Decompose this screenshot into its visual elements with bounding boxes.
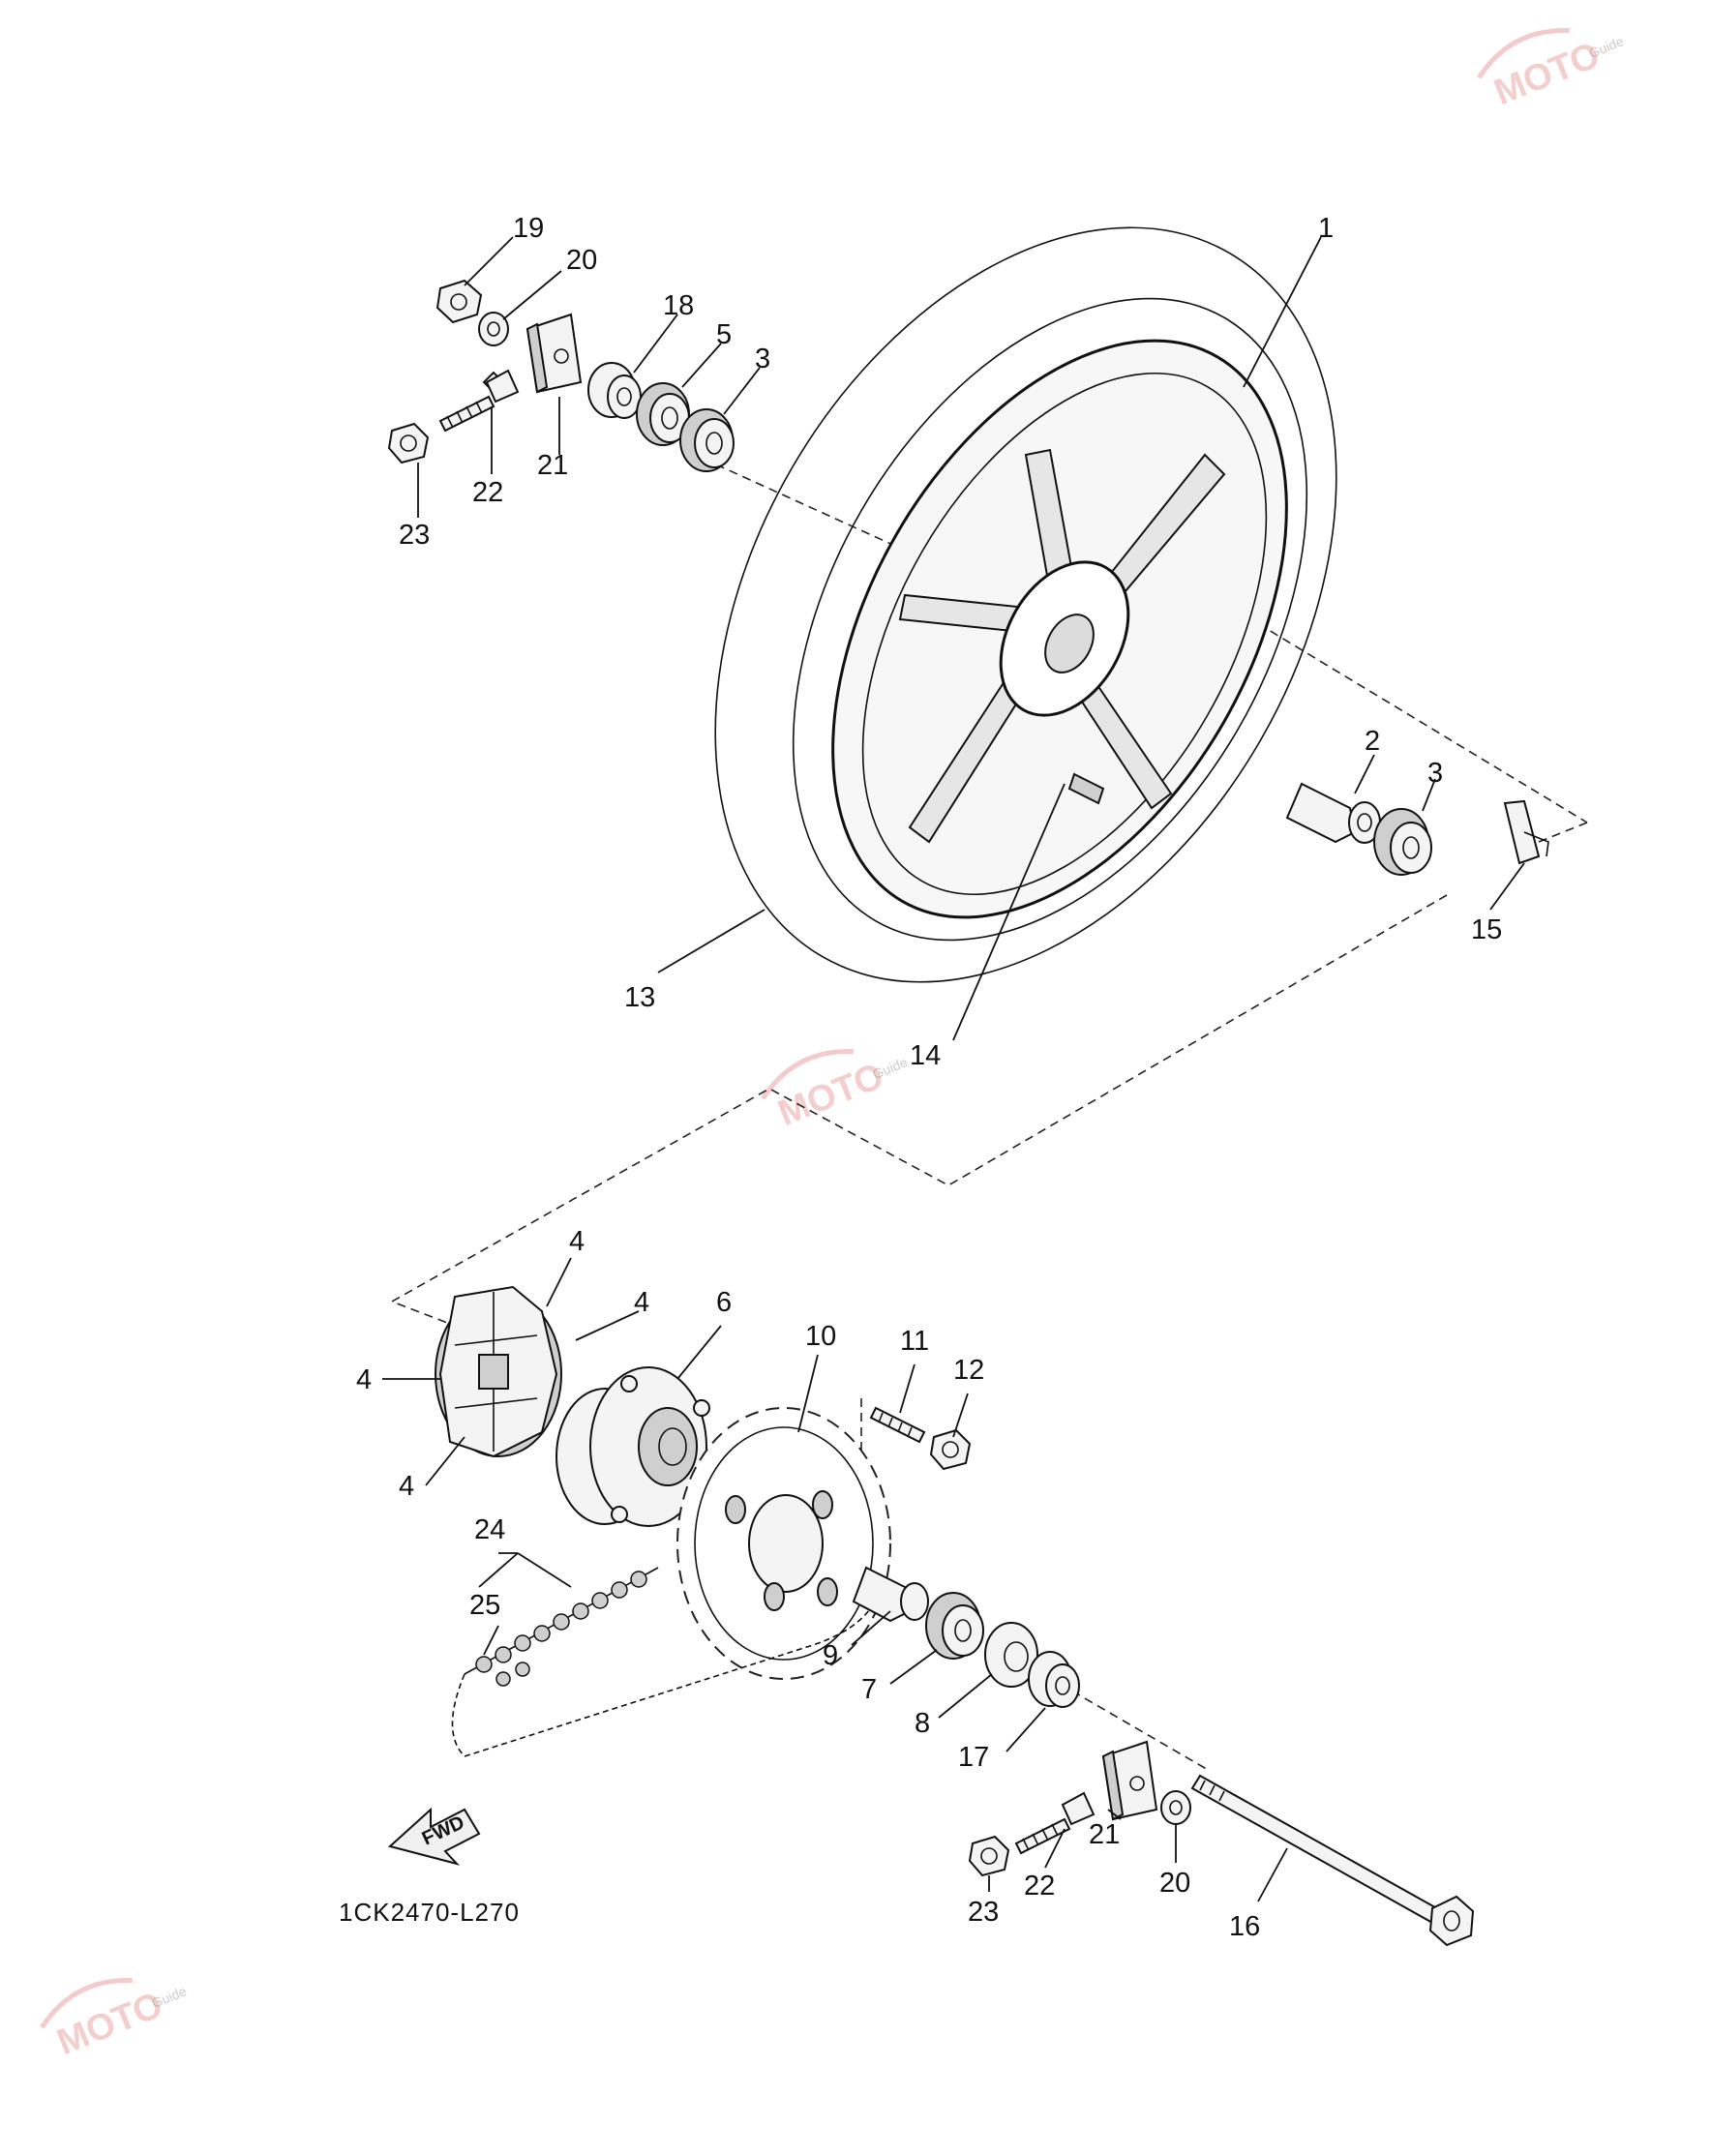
callout-15: 15 [1471, 914, 1502, 945]
watermark-logo-top-right: MOTO Guide [1477, 28, 1626, 113]
callout-3-right: 3 [1427, 758, 1443, 789]
callout-14: 14 [910, 1040, 941, 1071]
sprocket-10 [676, 1407, 891, 1680]
callout-22-lower: 22 [1024, 1871, 1055, 1901]
nut-19 [435, 279, 483, 324]
callout-20-upper: 20 [566, 245, 597, 276]
callout-21-upper: 21 [537, 450, 568, 481]
collar-18 [587, 362, 642, 419]
callout-17: 17 [958, 1742, 989, 1773]
nut-23 [387, 422, 430, 464]
bolt-22-lower [1014, 1791, 1096, 1855]
callout-16: 16 [1229, 1911, 1260, 1942]
callout-4-left: 4 [356, 1364, 372, 1395]
nut-23-lower [968, 1835, 1010, 1877]
nut-12 [929, 1428, 972, 1471]
adjuster-plate-21-lower [1101, 1740, 1158, 1821]
callout-4-top: 4 [569, 1226, 585, 1257]
callout-21-lower: 21 [1089, 1819, 1120, 1850]
callout-19: 19 [513, 213, 544, 244]
bearing-3-right [1373, 808, 1432, 876]
bearing-5 [636, 382, 690, 446]
callout-7: 7 [861, 1674, 877, 1705]
fwd-direction-arrow: FWD [387, 1807, 481, 1866]
assembly-boundary-right [1538, 822, 1588, 843]
rear-wheel-assembly [714, 226, 1337, 983]
chain-links [475, 1571, 647, 1673]
collar-9 [852, 1566, 929, 1623]
fwd-arrow-icon [387, 1807, 481, 1866]
oil-seal-8 [984, 1622, 1038, 1688]
watermark-logo-center: MOTO Guide [761, 1049, 910, 1134]
callout-4-bottom: 4 [399, 1471, 414, 1502]
watermark-logo-bottom-left: MOTO Guide [40, 1978, 189, 2063]
callout-18: 18 [663, 290, 694, 321]
callout-23-upper: 23 [399, 520, 430, 551]
callout-8: 8 [915, 1708, 930, 1739]
axle-collar-2 [1285, 782, 1381, 844]
adjuster-plate-21 [525, 313, 583, 394]
callout-20-lower: 20 [1159, 1868, 1190, 1899]
svg-text:Guide: Guide [870, 1054, 910, 1082]
callout-25: 25 [469, 1590, 500, 1621]
sprocket-hub-6 [555, 1366, 710, 1527]
callout-12: 12 [953, 1355, 984, 1386]
washer-20 [478, 312, 509, 346]
callout-4-right: 4 [634, 1287, 649, 1318]
callout-6: 6 [716, 1287, 732, 1318]
bearing-7 [925, 1592, 984, 1660]
callout-9: 9 [823, 1640, 838, 1671]
callout-1: 1 [1318, 213, 1334, 244]
wheel-damper-4 [435, 1285, 562, 1458]
svg-text:Guide: Guide [149, 1983, 189, 2011]
tire-inner [792, 297, 1308, 942]
stud-11 [869, 1406, 926, 1444]
callout-24: 24 [474, 1514, 505, 1545]
tire-outer [714, 226, 1337, 983]
callout-3-upper: 3 [755, 344, 770, 374]
callout-5: 5 [716, 319, 732, 350]
bearing-3-upper [679, 408, 735, 472]
callout-11: 11 [900, 1326, 929, 1357]
master-link-25 [495, 1662, 530, 1687]
callout-23-lower: 23 [968, 1897, 999, 1928]
diagram-code: 1CK2470-L270 [339, 1898, 520, 1927]
washer-20-lower [1160, 1790, 1191, 1825]
hub-bore [1044, 614, 1095, 674]
svg-text:Guide: Guide [1586, 33, 1626, 61]
callout-labels: 1 2 3 3 4 4 4 4 5 6 7 8 9 10 11 12 13 14… [356, 213, 1502, 1942]
callout-13: 13 [624, 982, 655, 1013]
leader-lines [382, 236, 1525, 1902]
drive-chain-24 [451, 1567, 882, 1757]
bolt-22 [438, 369, 520, 433]
callout-22-upper: 22 [472, 477, 503, 508]
valve-stem [1067, 772, 1105, 805]
callout-10: 10 [805, 1321, 836, 1352]
rear-axle-16 [1190, 1774, 1475, 1947]
wheel-rim-inner [861, 372, 1268, 896]
collar-17 [1028, 1651, 1080, 1708]
callout-2: 2 [1365, 726, 1380, 757]
clip-15 [1503, 799, 1549, 865]
